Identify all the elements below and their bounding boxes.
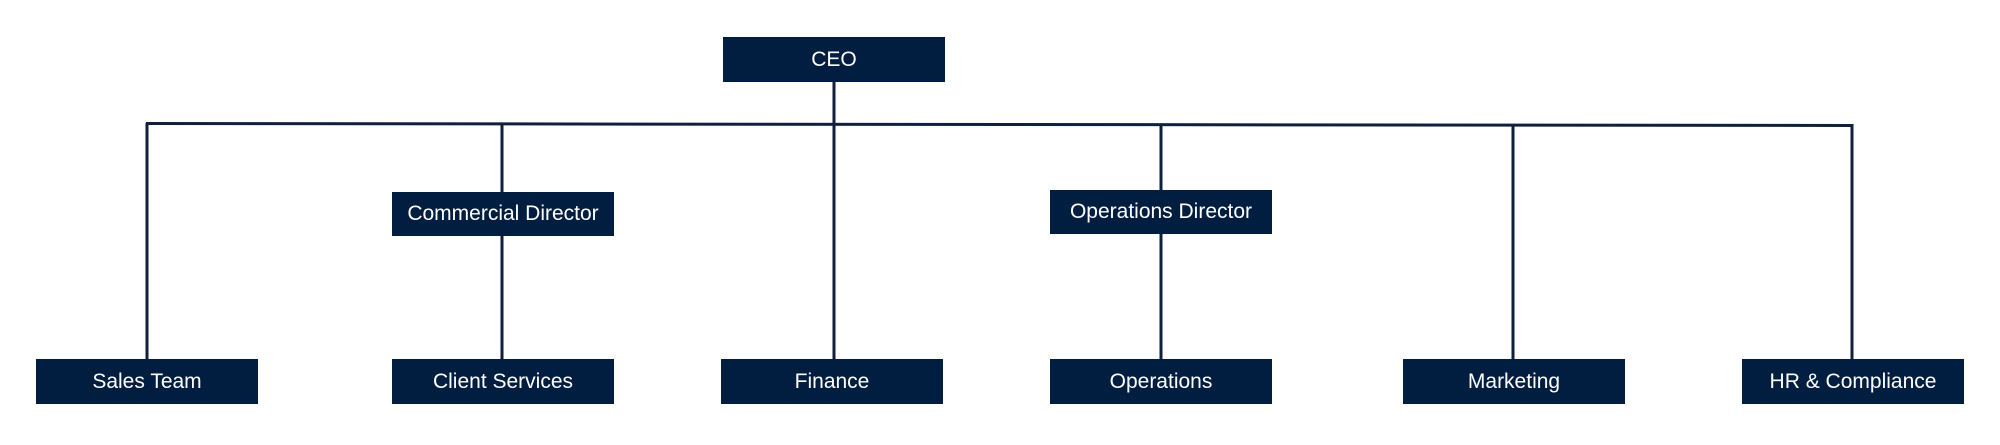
node-label: Operations Director (1069, 200, 1253, 223)
node-sales-team: Sales Team (36, 359, 258, 404)
connector-main-bus (145, 122, 1854, 127)
node-label: HR & Compliance (1769, 369, 1937, 393)
node-label: Client Services (432, 369, 574, 393)
node-commercial-director: Commercial Director (392, 192, 614, 236)
node-label: Finance (794, 369, 870, 393)
node-label: Marketing (1467, 369, 1561, 393)
node-hr-compliance: HR & Compliance (1742, 359, 1964, 404)
node-label: Operations (1109, 369, 1213, 393)
node-client-services: Client Services (392, 359, 614, 404)
node-label: Sales Team (92, 369, 202, 393)
node-label: CEO (811, 47, 857, 71)
node-operations-director: Operations Director (1050, 190, 1272, 234)
node-operations: Operations (1050, 359, 1272, 404)
node-marketing: Marketing (1403, 359, 1625, 404)
node-label: Commercial Director (407, 202, 599, 225)
node-ceo: CEO (723, 37, 945, 82)
node-finance: Finance (721, 359, 943, 404)
